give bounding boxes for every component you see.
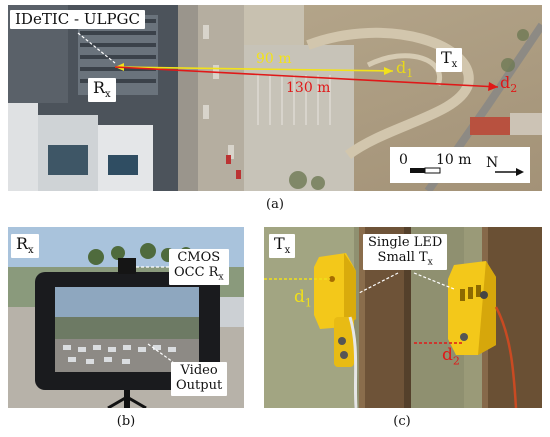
receiver-label: Rx [88, 78, 116, 103]
distance-130m-line [114, 66, 499, 88]
d1-marker-label: d1 [396, 58, 414, 81]
transmitter-photo-panel: Tx Single LED Small Tx d1 d2 [264, 227, 542, 408]
caption-a: (a) [266, 197, 284, 212]
video-output-label: Video Output [171, 362, 228, 396]
transmitter-label: Tx [436, 48, 463, 73]
d2-marker-label: d2 [500, 73, 518, 96]
scale-zero-label: 0 [399, 152, 408, 168]
site-label: IDeTIC - ULPGC [10, 10, 145, 29]
single-led-label: Single LED Small Tx [363, 234, 448, 270]
distance-90m-label: 90 m [256, 51, 292, 67]
north-label: N [486, 155, 499, 171]
distance-90m-line [114, 66, 394, 72]
caption-c: (c) [393, 414, 411, 429]
scale-ten-label: 10 m [436, 152, 472, 168]
d1-marker-label: d1 [294, 287, 312, 310]
cmos-camera-label: CMOS OCC Rx [169, 249, 229, 285]
transmitter-label: Tx [269, 234, 296, 259]
receiver-photo-panel: Rx CMOS OCC Rx Video Output [8, 227, 244, 408]
d2-marker-label: d2 [442, 345, 460, 368]
caption-b: (b) [116, 414, 136, 429]
receiver-photo [8, 227, 244, 408]
receiver-label: Rx [11, 234, 39, 259]
distance-130m-label: 130 m [286, 80, 331, 96]
aerial-view-panel: IDeTIC - ULPGC Rx Tx 90 m 130 m d1 d2 0 … [8, 5, 542, 191]
scale-box [390, 147, 530, 183]
aerial-photo [8, 5, 542, 191]
